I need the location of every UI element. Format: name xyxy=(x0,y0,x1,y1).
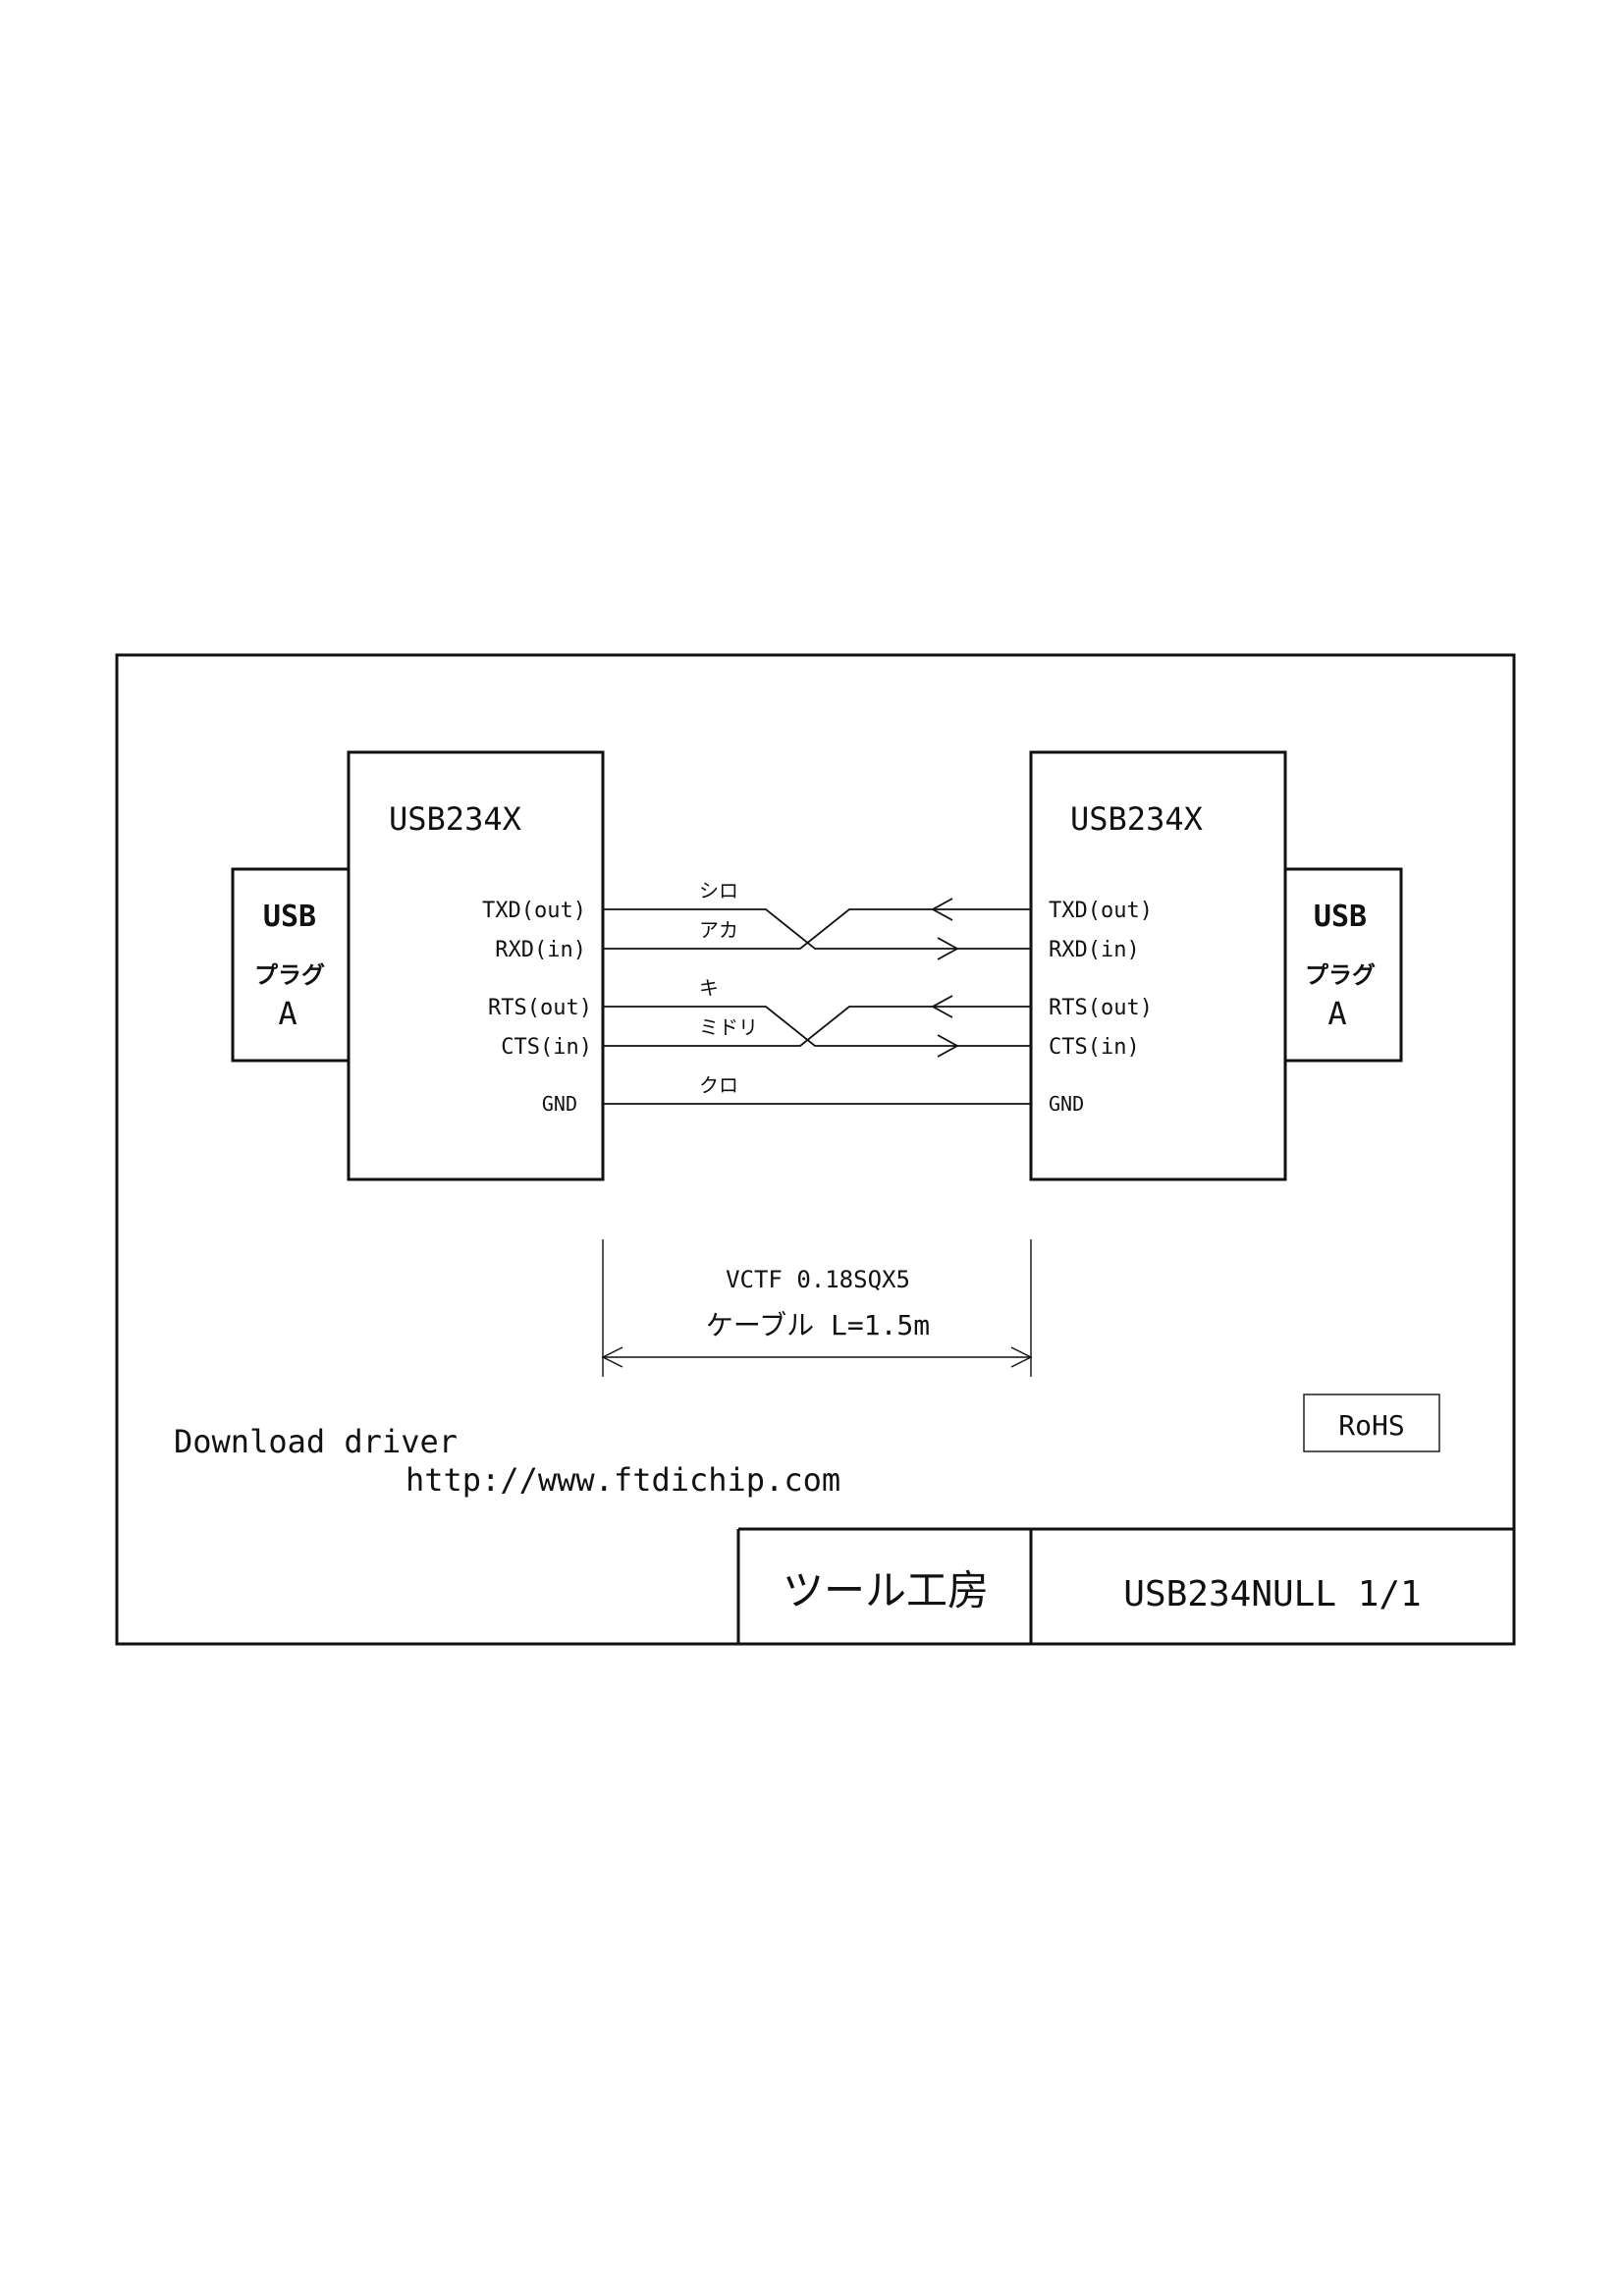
device-left-name: USB234X xyxy=(389,800,521,838)
wire-color-black: クロ xyxy=(699,1073,738,1097)
right-pin-gnd: GND xyxy=(1049,1092,1084,1116)
dimension-arrow-right-icon xyxy=(1010,1346,1033,1368)
usb-plug-right xyxy=(1283,867,1403,1063)
plug-right-type: プラグ xyxy=(1305,961,1376,989)
left-pin-txd: TXD(out) xyxy=(482,899,586,923)
plug-left-type: プラグ xyxy=(254,961,325,989)
arrow-rxd-out-icon xyxy=(937,937,959,960)
right-pin-rxd: RXD(in) xyxy=(1049,938,1140,962)
right-pin-txd: TXD(out) xyxy=(1049,899,1153,923)
device-left xyxy=(347,750,605,1181)
right-pin-rts: RTS(out) xyxy=(1049,996,1153,1020)
wire-color-yellow: キ xyxy=(699,976,719,1000)
left-pin-rxd: RXD(in) xyxy=(495,938,586,962)
dimension-arrow-left-icon xyxy=(601,1346,623,1368)
plug-right-usb: USB xyxy=(1314,900,1367,934)
plug-left-usb: USB xyxy=(263,900,316,934)
device-right-name: USB234X xyxy=(1070,800,1203,838)
wire-color-white: シロ xyxy=(699,879,738,902)
arrow-rts-in-icon xyxy=(931,995,953,1018)
download-url: http://www.ftdichip.com xyxy=(406,1461,840,1499)
cable-length: ケーブル L=1.5m xyxy=(706,1309,930,1341)
drawing-number: USB234NULL 1/1 xyxy=(1123,1574,1421,1614)
wire-txd-cross xyxy=(603,908,1031,950)
rohs-box xyxy=(1303,1394,1440,1452)
arrow-cts-out-icon xyxy=(937,1034,959,1058)
left-pin-gnd: GND xyxy=(542,1092,577,1116)
drawing-frame xyxy=(115,653,1516,1646)
cable-spec: VCTF 0.18SQX5 xyxy=(726,1266,910,1293)
wire-color-green: ミドリ xyxy=(699,1015,758,1039)
rohs-label: RoHS xyxy=(1338,1409,1404,1442)
wire-color-red: アカ xyxy=(699,918,738,942)
wire-rts-cross xyxy=(603,1006,1031,1047)
arrow-txd-in-icon xyxy=(931,898,953,921)
wire-rxd-cross xyxy=(603,908,1031,950)
left-pin-cts: CTS(in) xyxy=(501,1035,592,1060)
download-label: Download driver xyxy=(174,1423,458,1460)
plug-left-a: A xyxy=(278,995,297,1032)
company-name: ツール工房 xyxy=(783,1566,989,1614)
left-pin-rts: RTS(out) xyxy=(488,996,592,1020)
right-pin-cts: CTS(in) xyxy=(1049,1035,1140,1060)
wire-cts-cross xyxy=(603,1006,1031,1047)
plug-right-a: A xyxy=(1327,995,1346,1032)
